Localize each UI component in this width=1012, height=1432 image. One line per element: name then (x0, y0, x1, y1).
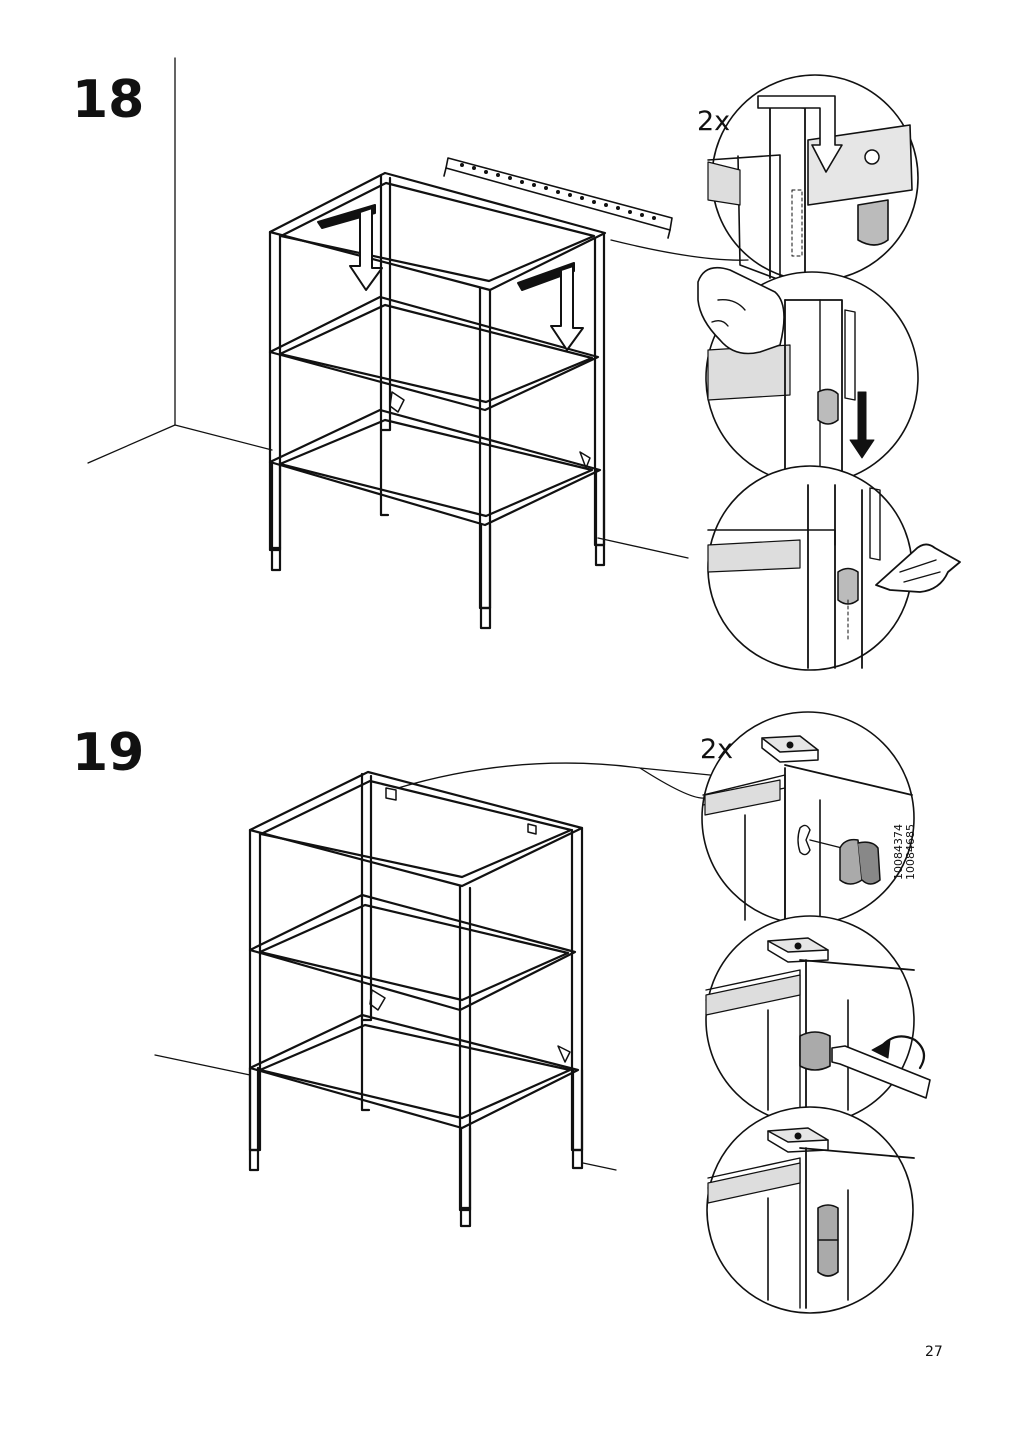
step18-detail-circle-2 (697, 266, 919, 485)
step18-detail-circle-3 (707, 465, 913, 671)
hand-push-icon (697, 266, 785, 355)
step19-detail-circle-2 (705, 915, 931, 1125)
step19-callout-leader (397, 762, 711, 789)
screwdriver-icon (831, 1045, 931, 1099)
step18-detail-circle-1 (707, 74, 919, 282)
step19-cabinet-frame (248, 770, 584, 1228)
pointing-hand-icon (875, 543, 961, 593)
step18-cabinet-frame (268, 171, 607, 630)
step-19-number: 19 (72, 723, 145, 783)
step19-detail-circle-3 (706, 1106, 915, 1314)
step19-detail-circle-1 (701, 711, 915, 925)
step18-insertion-arrows (317, 204, 584, 351)
step19-callout-leader-2 (639, 767, 706, 799)
part-numbers: 10084374 10084685 (892, 820, 917, 880)
part-number-2: 10084685 (904, 824, 917, 880)
wall-rail-icon (443, 157, 673, 239)
step18-callout-leader (610, 239, 749, 261)
down-arrow-icon (849, 391, 875, 459)
page-number: 27 (925, 1344, 943, 1360)
step19-floor-lines (154, 1054, 617, 1171)
step-18-number: 18 (72, 70, 145, 130)
step18-wall-corner (87, 57, 689, 559)
step-18-quantity: 2x (697, 106, 731, 137)
step-19-quantity: 2x (700, 734, 734, 765)
